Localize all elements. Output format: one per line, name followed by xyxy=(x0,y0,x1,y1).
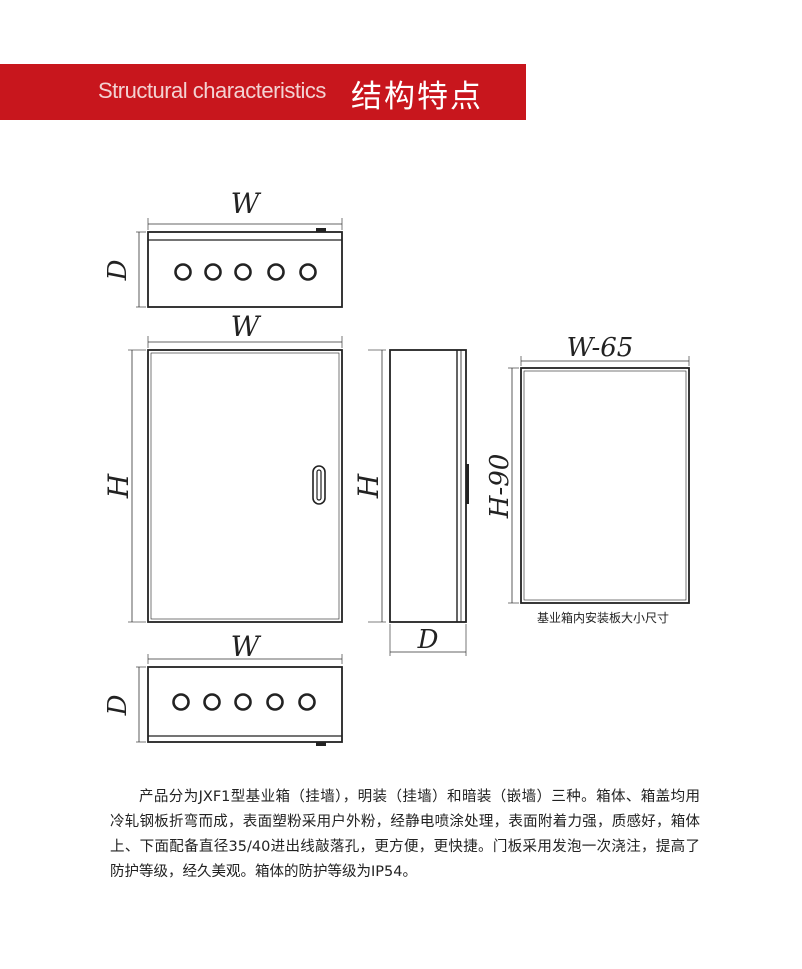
knockout-hole xyxy=(234,263,252,281)
front-view: W H xyxy=(102,310,343,623)
mounting-plate xyxy=(520,367,690,604)
top-view-width-label: W xyxy=(231,187,262,220)
top-view-box xyxy=(147,231,343,308)
door-handle-icon xyxy=(312,465,326,505)
header-banner xyxy=(0,64,526,120)
plate-height-label: H-90 xyxy=(485,454,515,520)
side-view-box xyxy=(389,349,467,623)
knockout-hole xyxy=(174,263,192,281)
knockout-hole xyxy=(204,263,222,281)
product-description: 产品分为JXF1型基业箱（挂墙），明装（挂墙）和暗装（嵌墙）三种。箱体、箱盖均用… xyxy=(110,789,700,880)
bottom-view: W D xyxy=(103,630,343,746)
mounting-plate-view: W-65 H-90 基业箱内安装板大小尺寸 xyxy=(485,333,690,625)
top-view-depth-label: D xyxy=(103,259,133,281)
knockout-hole xyxy=(298,693,316,711)
side-view: H D xyxy=(352,349,469,656)
top-view: W D xyxy=(103,187,343,308)
plate-width-label: W-65 xyxy=(567,333,634,363)
header-title-en: Structural characteristics xyxy=(98,78,326,103)
side-view-depth-label: D xyxy=(417,625,439,655)
knockout-hole xyxy=(267,263,285,281)
header-title-cn: 结构特点 xyxy=(351,79,483,115)
bottom-view-width-label: W xyxy=(231,630,262,663)
front-view-width-label: W xyxy=(231,310,262,343)
front-view-door xyxy=(147,349,343,623)
side-view-height-label: H xyxy=(352,473,385,499)
knockout-hole xyxy=(266,693,284,711)
plate-caption: 基业箱内安装板大小尺寸 xyxy=(537,610,669,625)
knockout-hole xyxy=(172,693,190,711)
knockout-hole xyxy=(234,693,252,711)
bottom-view-box xyxy=(147,666,343,743)
knockout-hole xyxy=(299,263,317,281)
bottom-view-depth-label: D xyxy=(103,694,133,716)
knockout-hole xyxy=(203,693,221,711)
front-view-height-label: H xyxy=(102,473,135,499)
